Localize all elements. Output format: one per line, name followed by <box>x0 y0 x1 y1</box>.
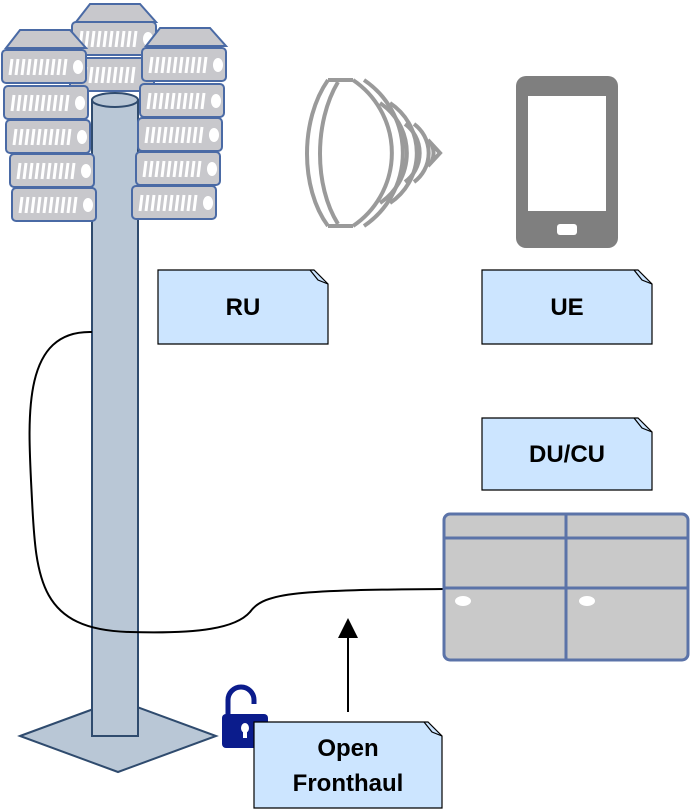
fronthaul-label-line1: Open <box>317 735 378 762</box>
fronthaul-label-line2: Fronthaul <box>293 770 404 797</box>
ue-label-box: UE <box>481 269 653 345</box>
ru-label: RU <box>226 294 261 321</box>
wireless-signal-icon <box>305 78 443 228</box>
ue-label: UE <box>550 294 583 321</box>
server-rack-icon <box>442 512 690 662</box>
ru-label-box: RU <box>157 269 329 345</box>
fronthaul-cable <box>28 330 445 634</box>
smartphone-icon <box>516 76 618 248</box>
du-cu-label-box: DU/CU <box>481 417 653 491</box>
tower-icon <box>91 92 139 737</box>
open-fronthaul-label-box: Open Fronthaul <box>253 721 443 809</box>
du-cu-label: DU/CU <box>529 441 605 468</box>
